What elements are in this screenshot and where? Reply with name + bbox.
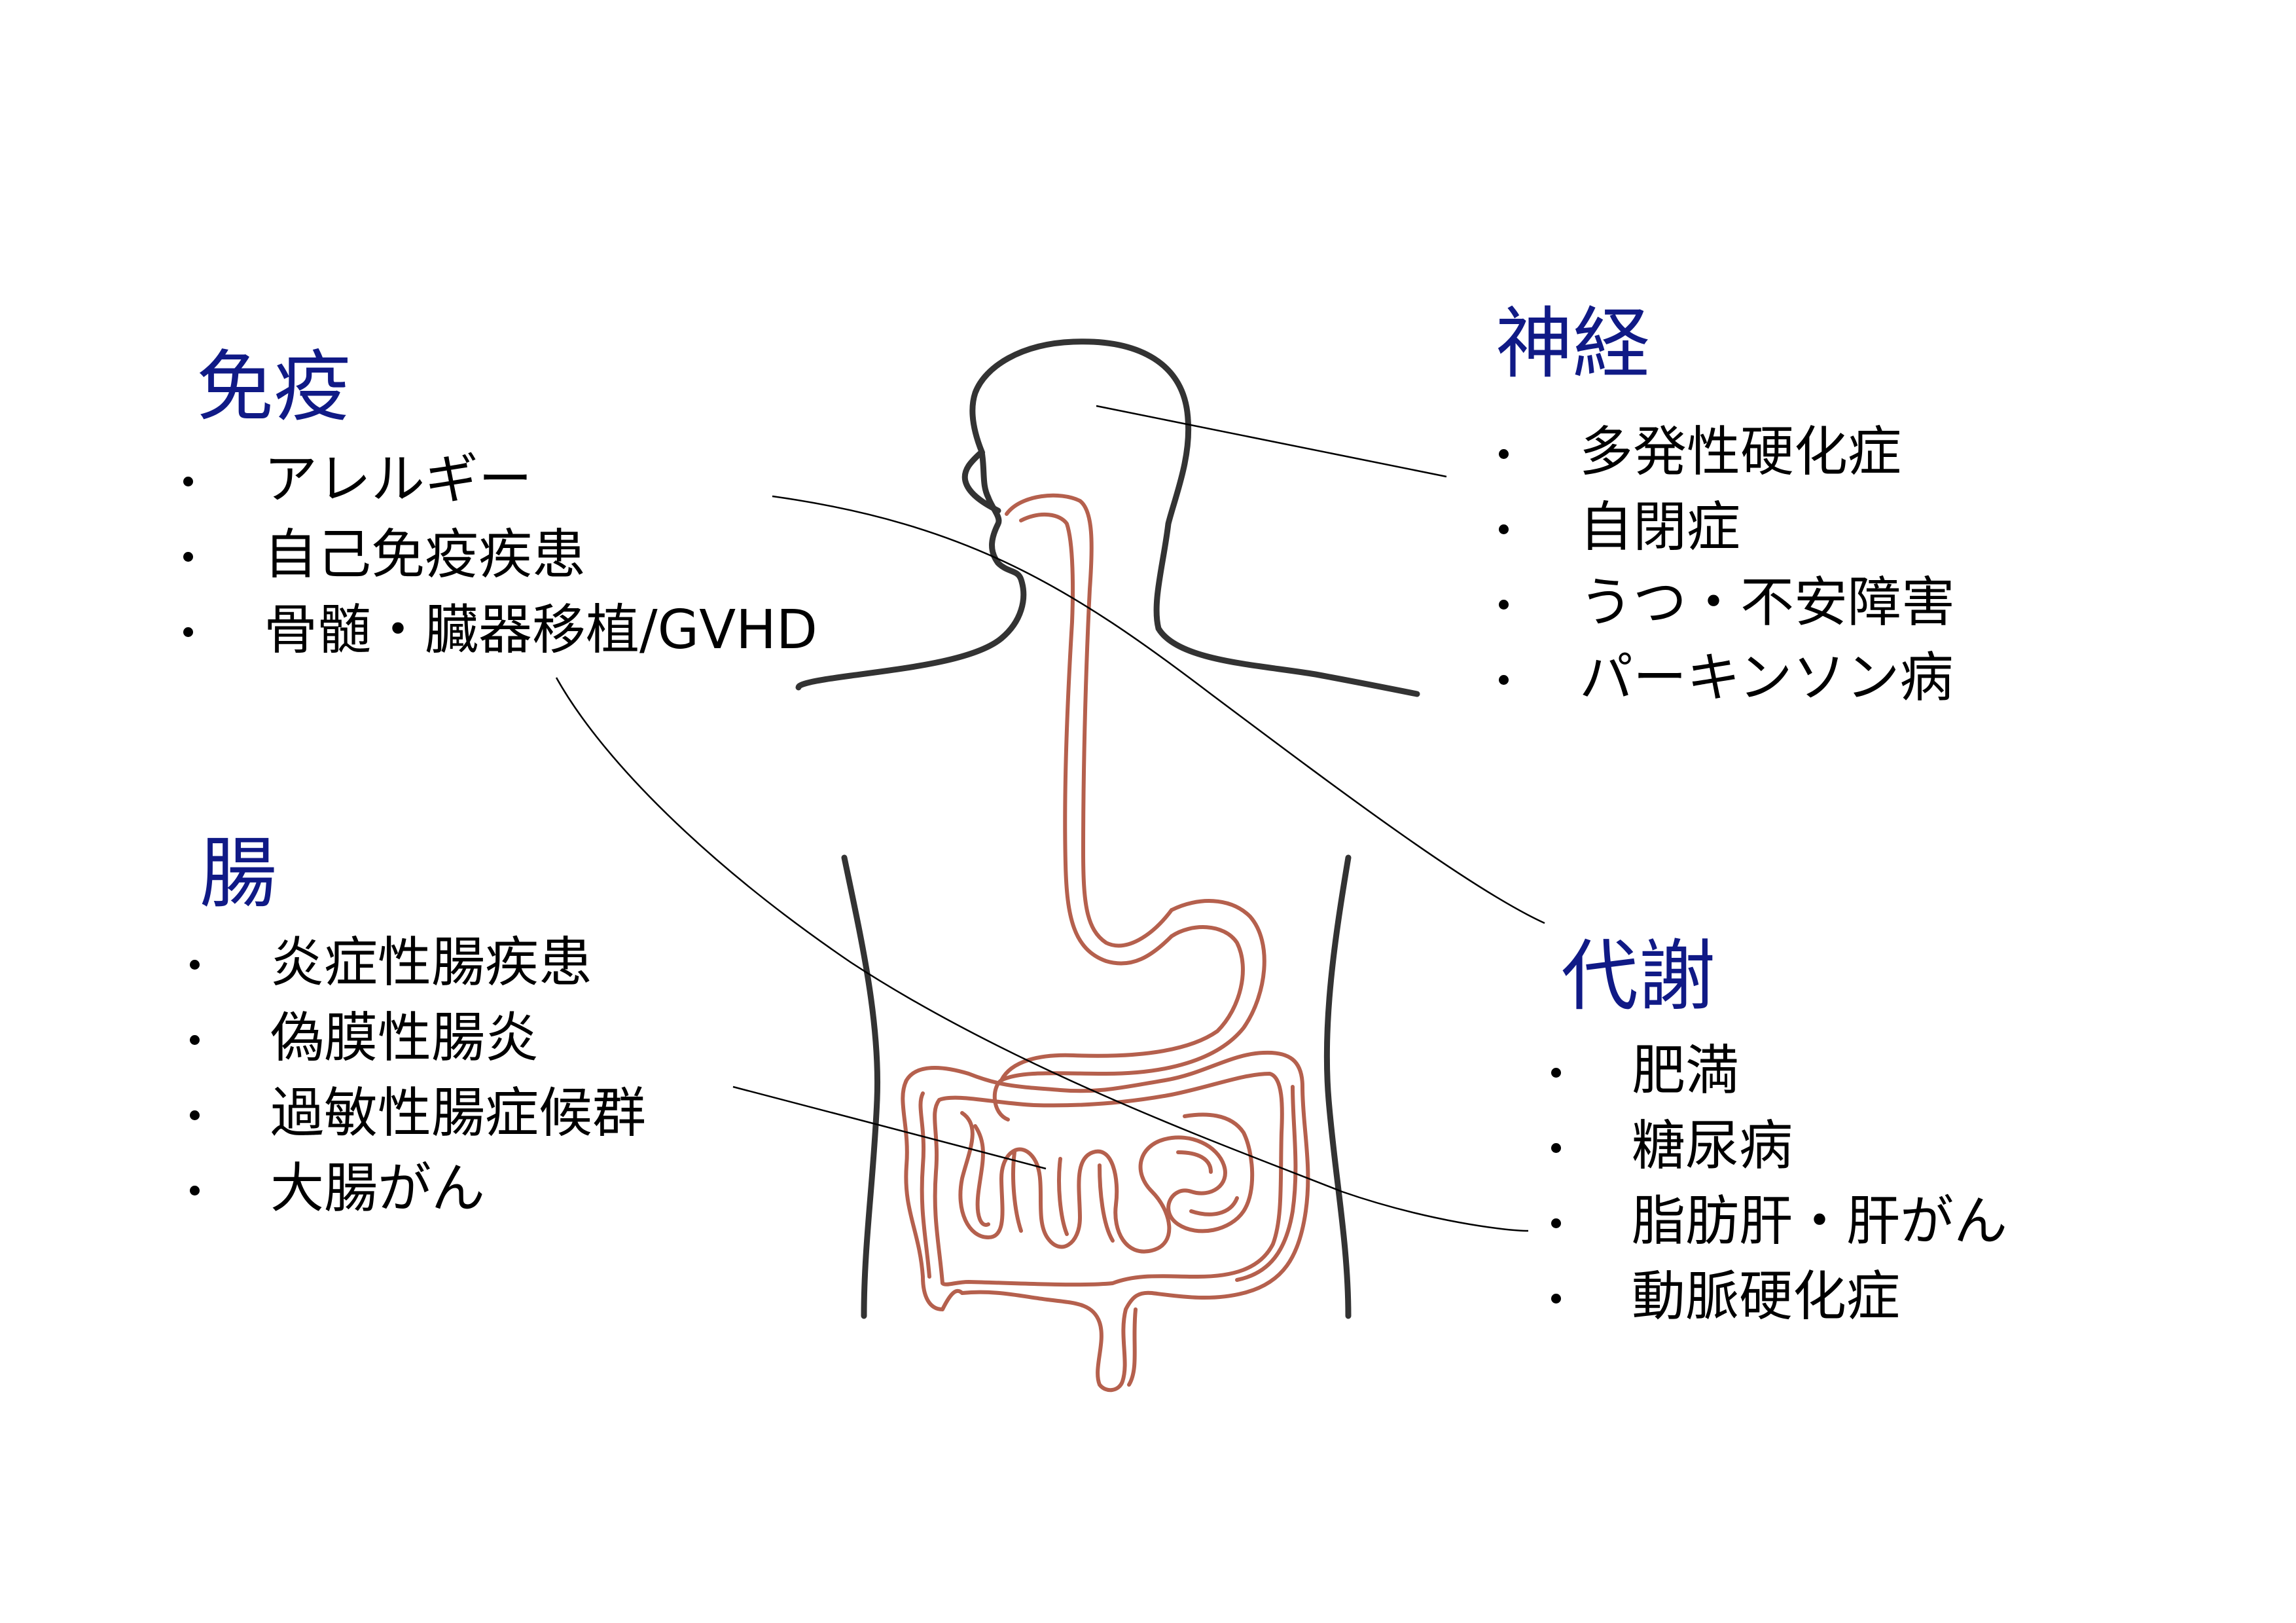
neuro-heading: 神経 xyxy=(1496,299,1651,389)
torso-left-outline xyxy=(841,854,880,1319)
list-item: 脂肪肝・肝がん xyxy=(1551,1195,2007,1249)
large-intestine xyxy=(901,1050,1310,1393)
esophagus xyxy=(1005,493,1174,966)
connector-immunity-liver xyxy=(555,677,1529,1232)
neuro-list: 多発性硬化症 自閉症 うつ・不安障害 パーキンソン病 xyxy=(1499,426,1955,727)
list-item: うつ・不安障害 xyxy=(1499,576,1955,630)
metabolism-heading: 代謝 xyxy=(1561,931,1716,1021)
connector-gut-colon xyxy=(732,1085,1047,1170)
list-item: パーキンソン病 xyxy=(1499,651,1955,705)
immunity-heading: 免疫 xyxy=(196,342,351,432)
list-item: 多発性硬化症 xyxy=(1499,426,1955,479)
connector-immunity-metabolism xyxy=(772,495,1545,924)
list-item: 動脈硬化症 xyxy=(1551,1270,2007,1324)
list-item: 骨髄・臓器移植/GVHD xyxy=(183,604,817,657)
list-item: 自己免疫疾患 xyxy=(183,528,817,582)
connector-lines xyxy=(555,405,1545,1232)
torso-right-outline xyxy=(1323,854,1352,1319)
connector-neuro xyxy=(1096,405,1447,478)
face-profile xyxy=(795,448,1027,691)
list-item: 糖尿病 xyxy=(1551,1120,2007,1173)
list-item: 大腸がん xyxy=(190,1162,646,1216)
list-item: 炎症性腸疾患 xyxy=(190,936,646,990)
metabolism-list: 肥満 糖尿病 脂肪肝・肝がん 動脈硬化症 xyxy=(1551,1044,2007,1345)
list-item: 過敏性腸症候群 xyxy=(190,1087,646,1140)
appendix xyxy=(1127,1307,1138,1387)
list-item: 自閉症 xyxy=(1499,501,1955,555)
stomach xyxy=(992,899,1266,1122)
list-item: 偽膜性腸炎 xyxy=(190,1012,646,1065)
gut-heading: 腸 xyxy=(200,828,278,919)
small-intestine xyxy=(958,1111,1255,1254)
immunity-list: アレルギー 自己免疫疾患 骨髄・臓器移植/GVHD xyxy=(183,453,817,679)
digestive-tract xyxy=(901,493,1310,1393)
large-intestine-inner xyxy=(933,1072,1284,1287)
list-item: 肥満 xyxy=(1551,1044,2007,1098)
gut-list: 炎症性腸疾患 偽膜性腸炎 過敏性腸症候群 大腸がん xyxy=(190,936,646,1237)
list-item: アレルギー xyxy=(183,453,817,507)
